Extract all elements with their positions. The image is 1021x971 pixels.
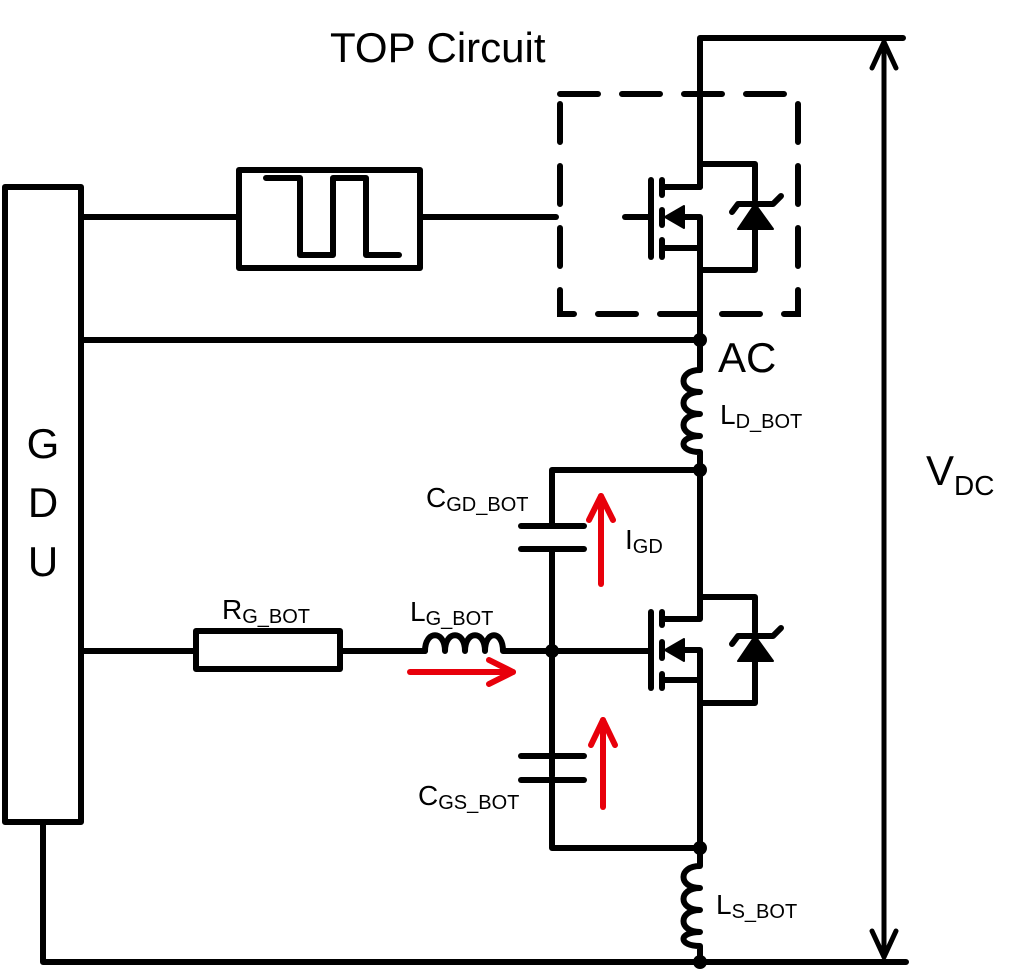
rg-bot-label: RG_BOT: [222, 594, 310, 628]
gdu-letter-d: D: [28, 479, 58, 526]
gate-arrow-head-icon: [486, 657, 516, 687]
bot-drain-and-diode-lead: [662, 594, 758, 635]
ld-bot-label: LD_BOT: [720, 399, 802, 433]
top-diode-cathode-lead: [697, 161, 758, 203]
ls-bot-label: LS_BOT: [716, 889, 797, 923]
top-mosfet: [622, 161, 784, 273]
square-wave-icon: [263, 175, 402, 258]
ground-node-dot: [693, 955, 707, 969]
cgs-bot-label: CGS_BOT: [418, 780, 519, 814]
gdu-letter-u: U: [28, 538, 58, 585]
ls-bot-inductor: [680, 845, 703, 965]
bot-diode-anode-lead: [697, 657, 758, 706]
pulse-source: [236, 167, 423, 271]
cgd-bot-label: CGD_BOT: [426, 482, 528, 516]
vdc-arrow-head-top-icon: [869, 39, 899, 71]
top-zener-bar: [729, 193, 784, 215]
top-diode-anode-lead: [697, 225, 758, 273]
top-circuit-dashed-box: [557, 91, 801, 317]
ac-node-label: AC: [718, 334, 776, 381]
igs-arrow-head-icon: [588, 717, 618, 748]
vdc-label: VDC: [926, 447, 994, 501]
igd-label: IGD: [625, 524, 663, 558]
rg-bot-resistor: [193, 628, 343, 672]
bot-source-lead: [662, 647, 703, 683]
top-circuit-title: TOP Circuit: [330, 24, 546, 71]
bot-mosfet: [648, 594, 784, 706]
gdu-letter-g: G: [27, 420, 60, 467]
lg-bot-label: LG_BOT: [410, 596, 493, 630]
wire-dc-negative-rail: [40, 819, 909, 965]
bot-zener-bar: [729, 625, 784, 647]
top-body-arrow-icon: [664, 205, 685, 229]
gdu-block: G D U: [2, 184, 84, 825]
bot-zener-diode-icon: [737, 635, 774, 662]
top-source-lead: [662, 214, 703, 251]
ac-node-dot: [693, 333, 707, 347]
wire-drain-to-cgd: [549, 467, 703, 529]
lg-bot-inductor: [422, 632, 555, 654]
vdc-arrow-head-bottom-icon: [869, 928, 899, 960]
bot-body-arrow-icon: [664, 638, 685, 662]
igd-arrow-head-icon: [586, 493, 616, 523]
wire-dc-positive-rail: [697, 35, 906, 189]
top-zener-diode-icon: [737, 203, 774, 230]
wire-cgs-to-source: [549, 777, 703, 851]
ld-bot-inductor: [680, 367, 703, 473]
